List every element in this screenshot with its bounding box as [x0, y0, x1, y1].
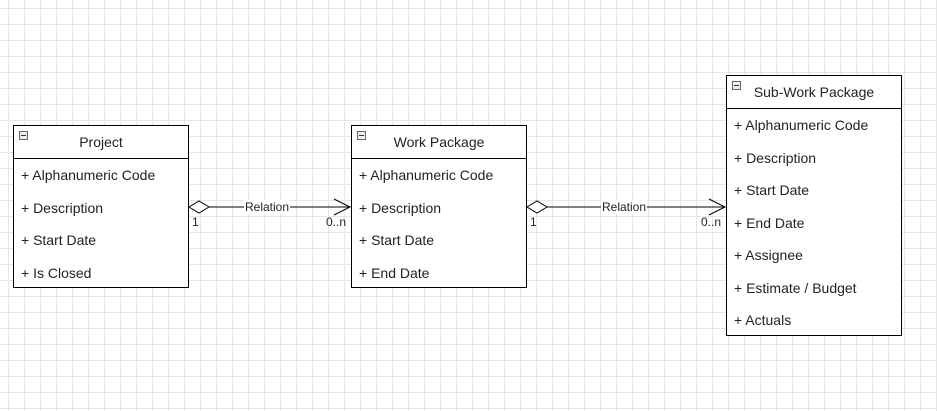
attribute: + Start Date [21, 232, 97, 248]
class-title: Project [79, 134, 123, 150]
source-multiplicity: 1 [192, 215, 199, 229]
attribute: + Estimate / Budget [734, 279, 857, 296]
open-arrowhead [333, 198, 352, 216]
class-header: Project [14, 126, 188, 159]
target-multiplicity: 0..n [701, 215, 722, 229]
source-multiplicity: 1 [530, 215, 537, 229]
class-header: Sub-Work Package [727, 76, 901, 109]
class-title: Sub-Work Package [753, 84, 875, 100]
collapse-icon[interactable] [19, 131, 28, 140]
attribute: + End Date [359, 264, 430, 281]
attribute-list: + Alphanumeric Code + Description + Star… [727, 109, 901, 337]
attribute: + Description [734, 149, 817, 166]
attribute: + Actuals [734, 312, 792, 328]
attribute: + Description [359, 199, 442, 216]
aggregation-diamond [526, 200, 548, 214]
attribute: + Start Date [359, 232, 435, 248]
target-multiplicity: 0..n [326, 215, 347, 229]
collapse-icon[interactable] [732, 81, 741, 90]
attribute: + Description [21, 199, 104, 216]
attribute: + End Date [734, 214, 805, 231]
class-title: Work Package [393, 134, 485, 150]
attribute-list: + Alphanumeric Code + Description + Star… [14, 159, 188, 289]
attribute: + Start Date [734, 182, 810, 198]
attribute: + Alphanumeric Code [359, 167, 494, 183]
attribute-list: + Alphanumeric Code + Description + Star… [352, 159, 526, 289]
class-work-package[interactable]: Work Package + Alphanumeric Code + Descr… [351, 125, 527, 288]
open-arrowhead [708, 198, 727, 216]
relation-label: Relation [244, 200, 291, 214]
class-sub-work-package[interactable]: Sub-Work Package + Alphanumeric Code + D… [726, 75, 902, 336]
attribute: + Alphanumeric Code [21, 167, 156, 183]
relation-label: Relation [601, 200, 648, 214]
class-header: Work Package [352, 126, 526, 159]
collapse-icon[interactable] [357, 131, 366, 140]
class-project[interactable]: Project + Alphanumeric Code + Descriptio… [13, 125, 189, 288]
attribute: + Is Closed [21, 264, 92, 281]
attribute: + Assignee [734, 247, 803, 263]
attribute: + Alphanumeric Code [734, 117, 869, 133]
aggregation-diamond [188, 200, 210, 214]
